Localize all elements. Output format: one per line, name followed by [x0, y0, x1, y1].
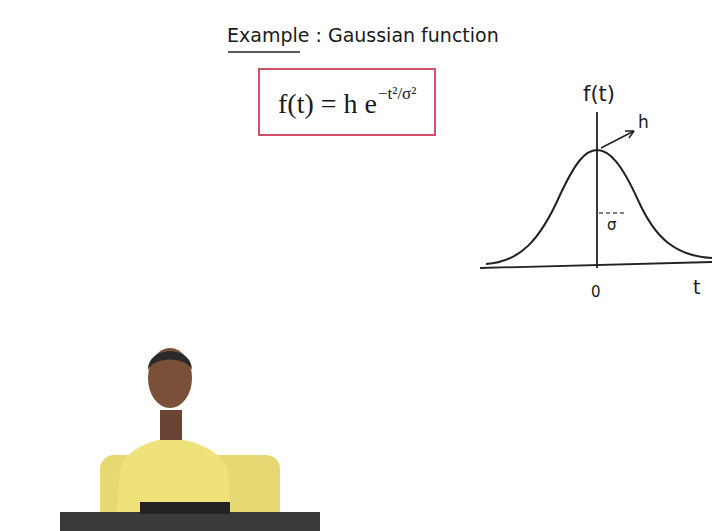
axis-label: f(t)	[583, 82, 615, 106]
slide-title: Example : Gaussian function	[227, 24, 499, 46]
time-axis	[480, 262, 712, 268]
width-marker	[599, 212, 626, 213]
gaussian-curve	[486, 150, 712, 264]
presenter	[60, 348, 320, 531]
arrowhead	[625, 131, 634, 138]
formula-text: f(t) = h e	[278, 88, 377, 119]
formula-exponent: −t²/σ²	[378, 84, 416, 103]
value-axis	[596, 112, 598, 268]
formula-box: f(t) = h e−t²/σ²	[258, 68, 436, 136]
underline	[228, 51, 300, 53]
leader-line	[601, 131, 634, 148]
height-label: h	[638, 112, 649, 132]
axis-label: t	[693, 276, 700, 298]
width-label: σ	[607, 216, 617, 234]
origin-label: 0	[591, 283, 601, 301]
